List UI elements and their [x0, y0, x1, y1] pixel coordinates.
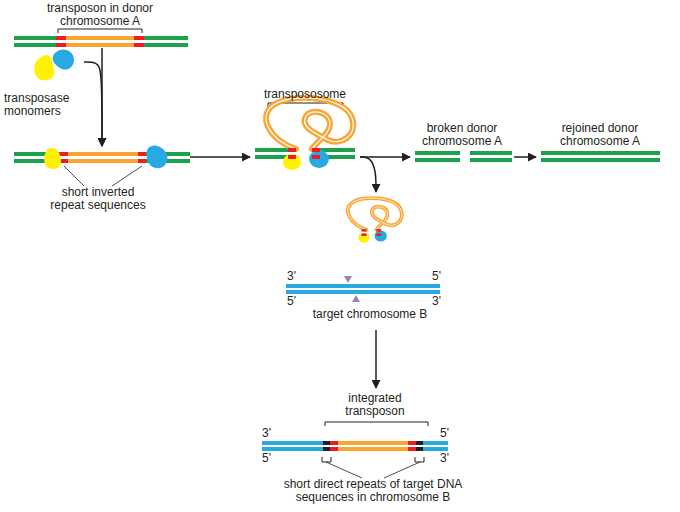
bracket	[325, 422, 428, 426]
transposon-dna	[66, 43, 134, 47]
dna-stage: transposon in donor chromosome A	[14, 0, 188, 48]
donor-dna	[14, 36, 56, 40]
stage-label: transposase monomers	[4, 92, 84, 118]
inverted-repeat	[138, 152, 146, 156]
direct-repeat	[416, 447, 423, 451]
bracket	[322, 457, 331, 462]
transposon-dna	[68, 152, 138, 156]
stage-label: transposon in donor chromosome A	[40, 2, 160, 28]
target-dna	[286, 290, 440, 294]
transpososome-complex	[266, 98, 353, 170]
donor-dna	[255, 155, 288, 159]
stage-arrow	[84, 62, 102, 146]
donor-dna	[144, 43, 188, 47]
donor-dna	[415, 158, 460, 162]
donor-dna	[541, 158, 660, 162]
dna-stage: broken donor chromosome A	[410, 118, 514, 164]
donor-dna	[541, 151, 660, 155]
inverted-repeat	[60, 159, 68, 163]
inverted-repeat	[134, 36, 144, 40]
cut-site-marker	[344, 276, 352, 283]
bracket	[58, 29, 142, 33]
transposase-monomer	[44, 148, 61, 169]
target-dna	[423, 447, 448, 451]
part-label: short inverted repeat sequences	[48, 186, 148, 212]
inverted-repeat	[60, 152, 68, 156]
inverted-repeat	[408, 441, 416, 445]
stage-label: broken donor chromosome A	[412, 122, 512, 148]
transpososome-complex	[348, 198, 402, 243]
transposase-monomer	[53, 49, 74, 69]
strand-end-label: 3'	[440, 452, 460, 465]
strand-end-label: 5'	[440, 427, 460, 440]
strand-end-label: 5'	[262, 452, 282, 465]
protein-group: transposase monomers	[0, 48, 84, 122]
inverted-repeat	[56, 36, 66, 40]
stage-arrow	[101, 48, 103, 146]
donor-dna	[470, 158, 512, 162]
transposon-dna	[338, 447, 408, 451]
transposase-monomer	[34, 55, 54, 80]
strand-end-label: 5'	[432, 270, 452, 283]
donor-dna	[470, 151, 512, 155]
transposon-dna	[66, 36, 134, 40]
part-label: short direct repeats of target DNA seque…	[273, 478, 473, 504]
stage-arrow	[375, 330, 377, 388]
strand-end-label: 5'	[287, 295, 307, 308]
dna-stage: short inverted repeat sequences	[14, 146, 190, 218]
transposon-dna	[68, 159, 138, 163]
dna-stage: 3'5'5'3'target chromosome B	[283, 192, 453, 330]
inverted-repeat	[330, 447, 338, 451]
direct-repeat	[416, 441, 423, 445]
stage-label: integrated transposon	[325, 392, 425, 418]
dna-stage: transpososome	[250, 86, 360, 162]
leader-line	[64, 166, 84, 186]
dna-stage: integrated transposon 3' 5' 5' 3' short direc…	[255, 388, 505, 508]
leader-line	[384, 462, 420, 478]
leader-line	[112, 166, 142, 186]
stage-arrow	[360, 157, 376, 192]
donor-dna	[255, 148, 288, 152]
direct-repeat	[323, 441, 330, 445]
transposon-dna	[338, 441, 408, 445]
dna-stage: rejoined donor chromosome A	[536, 118, 664, 164]
stage-label: rejoined donor chromosome A	[541, 122, 659, 148]
stage-label: target chromosome B	[300, 308, 440, 321]
strand-end-label: 3'	[262, 427, 282, 440]
strand-end-label: 3'	[432, 295, 452, 308]
target-dna	[262, 441, 323, 445]
donor-dna	[144, 36, 188, 40]
direct-repeat	[323, 447, 330, 451]
donor-dna	[415, 151, 460, 155]
bracket	[415, 457, 424, 462]
inverted-repeat	[408, 447, 416, 451]
target-dna	[286, 284, 440, 288]
stage-arrow	[514, 156, 536, 158]
inverted-repeat	[134, 43, 144, 47]
stage-arrow	[360, 156, 410, 158]
donor-dna	[320, 148, 355, 152]
cut-site-marker	[352, 295, 360, 302]
leader-line	[326, 462, 362, 478]
transposase-monomer	[147, 146, 168, 169]
inverted-repeat	[138, 159, 146, 163]
inverted-repeat	[56, 43, 66, 47]
stage-arrow	[190, 156, 250, 158]
target-dna	[423, 441, 448, 445]
strand-end-label: 3'	[287, 270, 307, 283]
stage-label: transpososome	[260, 88, 350, 101]
donor-dna	[14, 43, 56, 47]
target-dna	[262, 447, 323, 451]
inverted-repeat	[330, 441, 338, 445]
